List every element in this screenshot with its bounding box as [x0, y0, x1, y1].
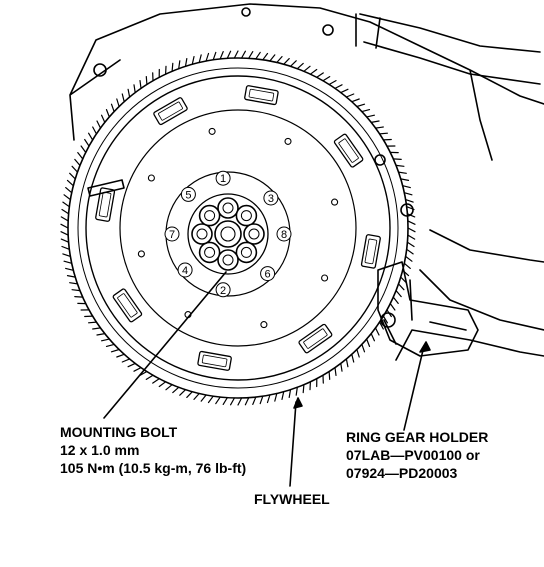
sequence-marker: [180, 186, 196, 202]
crankshaft-flange: [187, 193, 269, 275]
sequence-number: 8: [281, 229, 287, 241]
mounting-bolt-socket: [204, 246, 216, 258]
window-slot: [112, 288, 143, 323]
ring-gear-inner: [77, 67, 399, 389]
mounting-bolt-socket: [240, 210, 252, 222]
sequence-number: 3: [268, 193, 274, 205]
sequence-number: 7: [169, 229, 175, 241]
mounting-bolt-head: [235, 241, 258, 264]
leader-mounting-bolt: [103, 271, 227, 419]
mounting-bolt-head: [235, 204, 258, 227]
plate-hole: [147, 174, 155, 182]
mounting-bolt-socket: [240, 246, 252, 258]
sequence-marker: [215, 170, 231, 186]
leader-ring-gear-holder: [403, 345, 425, 431]
mounting-bolt-head: [217, 197, 239, 219]
mounting-bolt-head: [217, 249, 239, 271]
mounting-bolt-torque: 105 N•m (10.5 kg-m, 76 lb-ft): [60, 460, 247, 476]
window-slot: [298, 323, 333, 354]
sequence-number: 4: [182, 265, 188, 277]
sequence-marker: [177, 262, 193, 278]
mounting-bolt-socket: [248, 228, 260, 240]
sequence-number: 5: [185, 189, 191, 201]
mounting-bolt-socket: [204, 210, 216, 222]
plate-hole: [260, 321, 268, 329]
mounting-bolt-socket: [222, 202, 234, 214]
flywheel-title: FLYWHEEL: [254, 491, 330, 507]
sequence-marker: [276, 226, 292, 242]
mounting-bolt-head: [191, 223, 213, 245]
window-slot: [153, 97, 188, 126]
mounting-bolt-size: 12 x 1.0 mm: [60, 442, 140, 458]
ring-gear-holder-part-2: 07924—PD20003: [346, 465, 458, 481]
sequence-marker: [260, 266, 276, 282]
ring-gear-teeth: [60, 50, 416, 406]
plate-hole: [208, 127, 216, 135]
mounting-bolt-head: [198, 241, 221, 264]
flywheel-callout: FLYWHEEL: [254, 490, 330, 508]
mounting-bolt-title: MOUNTING BOLT: [60, 424, 178, 440]
housing-boss: [322, 24, 334, 36]
window-slot: [333, 133, 364, 168]
plate-hole: [331, 198, 339, 206]
locating-pin: [87, 179, 125, 197]
window-slot: [197, 350, 232, 371]
mounting-bolt-head: [198, 204, 221, 227]
holder-pivot-bolt: [380, 312, 396, 328]
mounting-bolt-socket: [196, 228, 208, 240]
flywheel-ring-gear: [60, 50, 416, 406]
sequence-marker: [263, 190, 279, 206]
sequence-number: 2: [220, 285, 226, 297]
center-bolt-inner: [220, 226, 236, 242]
coolant-hose: [355, 13, 541, 85]
flywheel-plate-rim: [85, 75, 391, 381]
plate-hole: [284, 137, 292, 145]
housing-boss: [241, 7, 251, 17]
ring-gear-holder-part-1: 07LAB—PV00100 or: [346, 447, 480, 463]
mounting-bolt-head: [243, 223, 265, 245]
sequence-number: 6: [265, 269, 271, 281]
sequence-marker: [215, 282, 231, 298]
ring-gear-holder-title: RING GEAR HOLDER: [346, 429, 489, 445]
plate-hole: [321, 274, 329, 282]
mounting-bolt-group: 1 2 3 4 5 6 7 8: [164, 170, 292, 298]
engine-housing-outline: [69, 3, 544, 361]
window-slot: [95, 187, 116, 222]
flywheel-plate-inner: [119, 109, 357, 347]
mounting-bolt-callout: MOUNTING BOLT 12 x 1.0 mm 105 N•m (10.5 …: [60, 423, 246, 477]
leader-arrow: [419, 341, 431, 353]
leader-arrow: [293, 397, 303, 409]
sequence-marker: [164, 226, 180, 242]
sequence-number: 1: [220, 173, 226, 185]
housing-boss: [93, 63, 107, 77]
housing-boss: [374, 154, 386, 166]
ring-gear-holder-tool: [377, 261, 479, 357]
mounting-bolt-socket: [222, 254, 234, 266]
plate-hole: [137, 250, 145, 258]
ring-gear-holder-callout: RING GEAR HOLDER 07LAB—PV00100 or 07924—…: [346, 428, 488, 482]
window-slot: [360, 234, 381, 269]
leader-flywheel: [289, 401, 297, 487]
window-slot: [244, 85, 279, 106]
center-bolt-head: [214, 220, 242, 248]
flywheel-window-slots: [95, 85, 381, 371]
